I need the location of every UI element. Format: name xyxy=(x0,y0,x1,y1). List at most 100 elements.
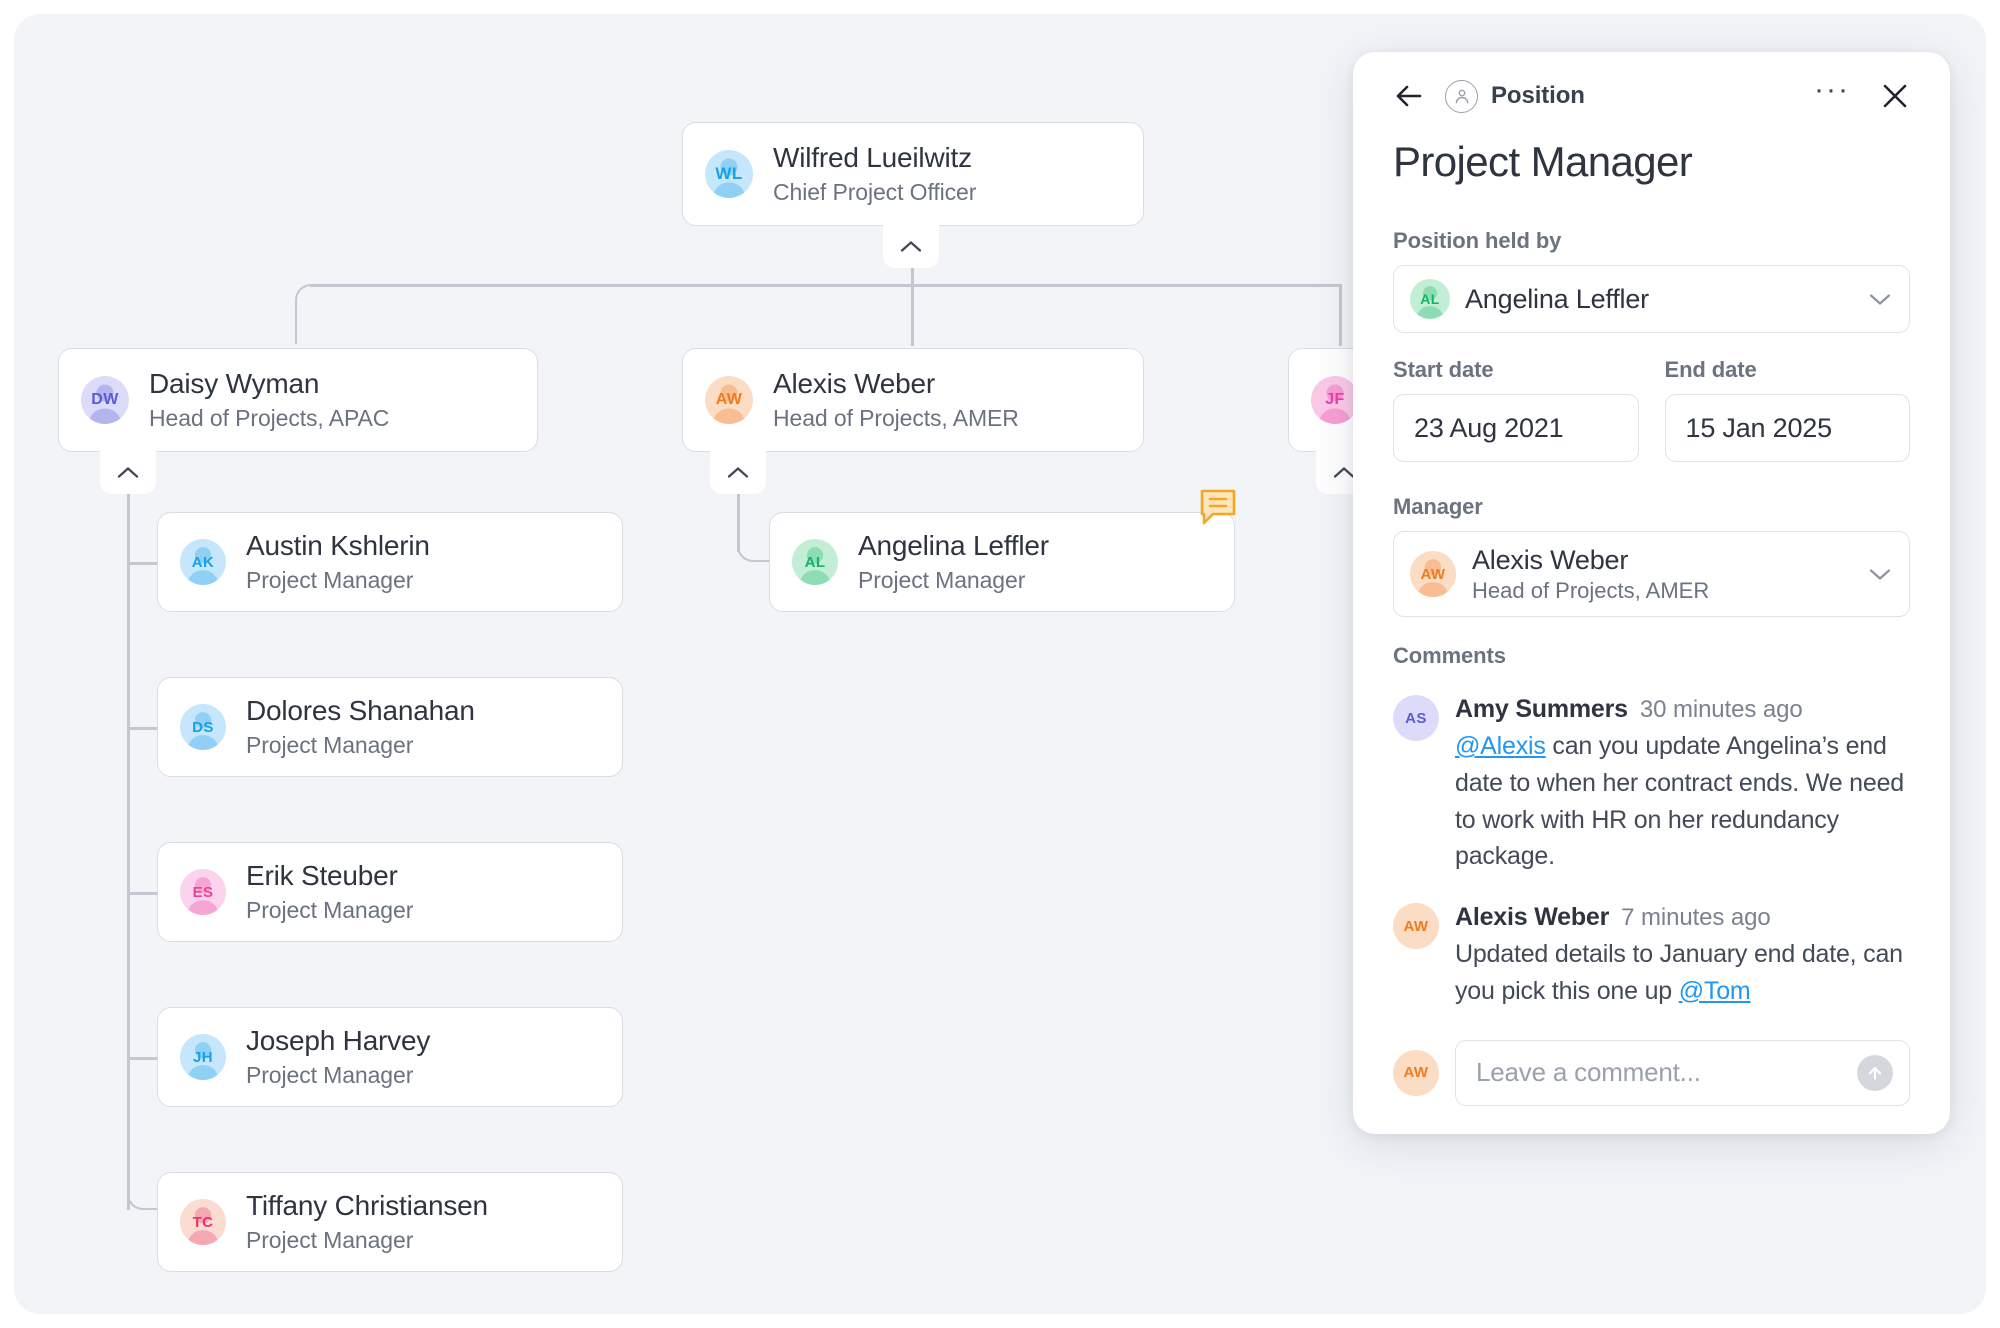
connector-apac-rail-end xyxy=(127,1144,157,1210)
org-node-role: Chief Project Officer xyxy=(773,179,977,206)
avatar: AS xyxy=(1393,695,1439,741)
avatar: WL xyxy=(705,150,753,198)
avatar: AK xyxy=(180,539,226,585)
org-node-name: Alexis Weber xyxy=(773,368,936,400)
avatar: AW xyxy=(1393,1049,1439,1096)
comment-input[interactable]: Leave a comment... xyxy=(1455,1039,1910,1106)
avatar-initials: JH xyxy=(193,1048,213,1066)
connector-drop-amer xyxy=(911,284,914,346)
avatar-initials: AW xyxy=(715,391,743,408)
avatar-initials: TC xyxy=(192,1213,214,1231)
org-node-role: Head of Projects, AMER xyxy=(773,405,1019,432)
comment-text-rest: can you update Angelina’s end date to wh… xyxy=(1455,732,1904,871)
panel-kind-label: Position xyxy=(1491,82,1585,109)
page-title: Project Manager xyxy=(1393,138,1693,185)
date-row: Start date 23 Aug 2021 End date 15 Jan 2… xyxy=(1393,357,1910,462)
avatar-initials: ES xyxy=(192,883,214,901)
position-held-by-select[interactable]: AL Angelina Leffler xyxy=(1393,265,1910,333)
avatar-initials: AW xyxy=(1420,565,1446,583)
collapse-toggle-root[interactable] xyxy=(883,224,939,268)
end-date-label: End date xyxy=(1664,357,1757,382)
org-node-report[interactable]: JH Joseph Harvey Project Manager xyxy=(157,1007,623,1107)
comments-label: Comments xyxy=(1393,643,1506,668)
person-silhouette-icon xyxy=(1416,286,1444,319)
org-node-name: Austin Kshlerin xyxy=(246,530,430,562)
avatar: AW xyxy=(705,376,753,424)
org-node-role: Project Manager xyxy=(246,732,414,759)
org-node-report[interactable]: TC Tiffany Christiansen Project Manager xyxy=(157,1172,623,1272)
end-date-input[interactable]: 15 Jan 2025 xyxy=(1664,394,1910,462)
avatar-initials: DW xyxy=(91,391,119,408)
org-node-report[interactable]: AK Austin Kshlerin Project Manager xyxy=(157,512,623,612)
org-node-role: Project Manager xyxy=(246,1062,414,1089)
person-silhouette-icon xyxy=(187,547,219,585)
org-node-apac-head[interactable]: DW Daisy Wyman Head of Projects, APAC xyxy=(58,348,538,452)
avatar: DS xyxy=(180,704,226,750)
position-person-icon xyxy=(1445,79,1478,113)
avatar: DW xyxy=(81,376,129,424)
chevron-down-icon xyxy=(1869,293,1891,305)
person-icon xyxy=(1455,89,1468,104)
org-node-report[interactable]: DS Dolores Shanahan Project Manager xyxy=(157,677,623,777)
connector-drop-branch3 xyxy=(1339,284,1342,346)
send-comment-button[interactable] xyxy=(1857,1054,1893,1091)
org-node-role: Project Manager xyxy=(246,897,414,924)
mention-link[interactable]: @Alexis xyxy=(1455,732,1546,760)
avatar: AW xyxy=(1410,551,1456,597)
arrow-up-icon xyxy=(1868,1066,1882,1080)
avatar-initials: AS xyxy=(1405,709,1427,727)
comment-meta: Alexis Weber 7 minutes ago xyxy=(1455,903,1910,932)
org-node-role: Head of Projects, APAC xyxy=(149,405,390,432)
avatar-initials: AW xyxy=(1403,1064,1429,1081)
person-silhouette-icon xyxy=(187,712,219,750)
org-node-role: Project Manager xyxy=(858,567,1026,594)
org-node-role: Project Manager xyxy=(246,1227,414,1254)
org-node-name: Dolores Shanahan xyxy=(246,695,475,727)
connector-apac-stub-1 xyxy=(127,562,157,565)
comment-text: Updated details to January end date, can… xyxy=(1455,936,1910,1010)
chevron-up-icon xyxy=(117,466,139,478)
chevron-up-icon xyxy=(900,240,922,252)
person-silhouette-icon xyxy=(187,877,219,915)
org-node-root[interactable]: WL Wilfred Lueilwitz Chief Project Offic… xyxy=(682,122,1144,226)
org-node-name: Joseph Harvey xyxy=(246,1025,431,1057)
comment-body: Amy Summers 30 minutes ago @Alexis can y… xyxy=(1455,695,1910,875)
person-silhouette-icon xyxy=(713,384,745,424)
start-date-group: Start date 23 Aug 2021 xyxy=(1393,357,1639,462)
avatar: JF xyxy=(1311,376,1359,424)
end-date-group: End date 15 Jan 2025 xyxy=(1664,357,1910,462)
close-icon[interactable] xyxy=(1880,81,1910,111)
connector-elbow-left xyxy=(295,284,313,344)
more-options-button[interactable]: ··· xyxy=(1814,73,1850,106)
position-detail-panel[interactable]: Position ··· Project Manager Position he… xyxy=(1353,52,1950,1134)
avatar-initials: WL xyxy=(715,164,743,183)
org-node-amer-head[interactable]: AW Alexis Weber Head of Projects, AMER xyxy=(682,348,1144,452)
comment-input-placeholder: Leave a comment... xyxy=(1476,1057,1701,1087)
org-node-report[interactable]: ES Erik Steuber Project Manager xyxy=(157,842,623,942)
collapse-toggle-amer[interactable] xyxy=(710,450,766,494)
org-node-report-selected[interactable]: AL Angelina Leffler Project Manager xyxy=(769,512,1235,612)
back-arrow-icon[interactable] xyxy=(1393,80,1425,112)
connector-amer-elbow xyxy=(737,522,769,562)
comment-bubble-icon xyxy=(1200,489,1236,525)
avatar: AW xyxy=(1393,903,1439,949)
org-node-role: Project Manager xyxy=(246,567,414,594)
connector-apac-stub-3 xyxy=(127,892,157,895)
chevron-up-icon xyxy=(1333,466,1355,478)
collapse-toggle-apac[interactable] xyxy=(100,450,156,494)
org-node-name: Wilfred Lueilwitz xyxy=(773,142,972,174)
mention-link[interactable]: @Tom xyxy=(1678,976,1751,1005)
manager-name: Alexis Weber xyxy=(1472,544,1629,575)
comment-author: Alexis Weber xyxy=(1455,903,1610,931)
avatar: AL xyxy=(1410,279,1450,319)
comment-badge[interactable] xyxy=(1198,487,1238,527)
manager-select[interactable]: AW Alexis Weber Head of Projects, AMER xyxy=(1393,531,1910,617)
person-silhouette-icon xyxy=(89,384,121,424)
comment-text: @Alexis can you update Angelina’s end da… xyxy=(1455,728,1910,875)
start-date-input[interactable]: 23 Aug 2021 xyxy=(1393,394,1639,462)
person-silhouette-icon xyxy=(799,547,831,585)
comment-meta: Amy Summers 30 minutes ago xyxy=(1455,695,1910,724)
avatar: JH xyxy=(180,1034,226,1080)
org-node-name: Daisy Wyman xyxy=(149,368,320,400)
